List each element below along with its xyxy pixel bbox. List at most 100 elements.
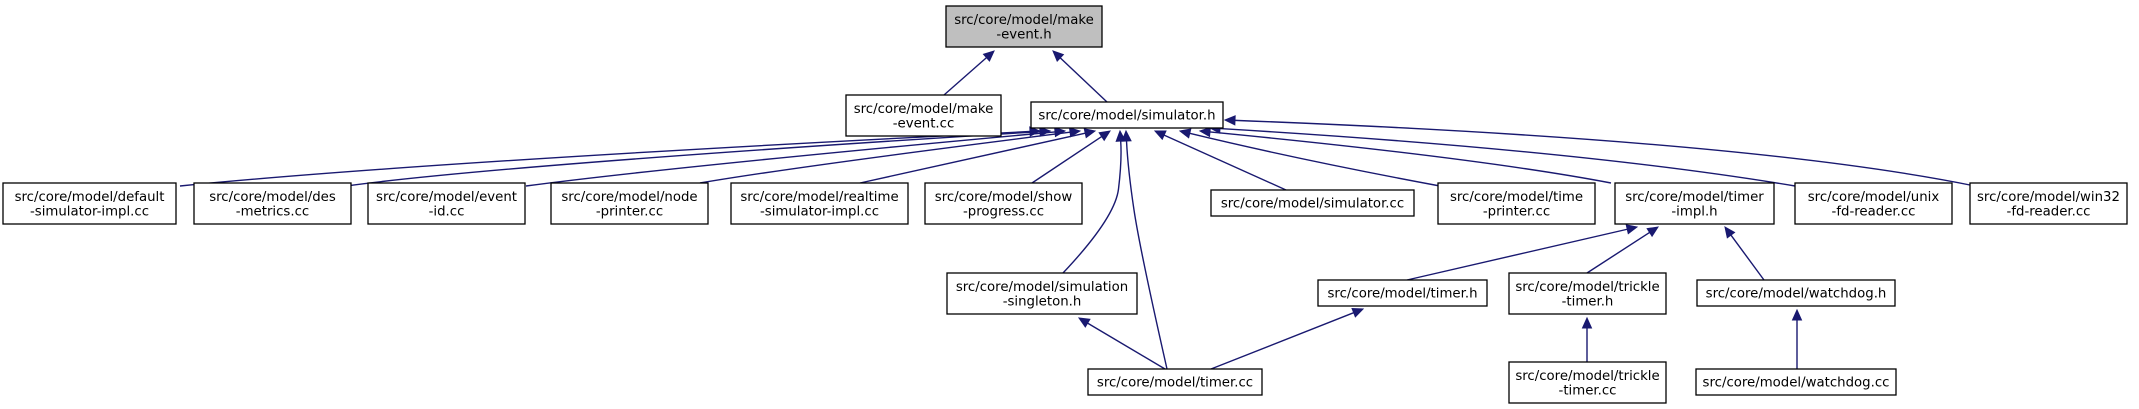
node-box [1087, 368, 1263, 396]
node-des-metrics-cc[interactable]: src/core/model/des-metrics.cc [193, 182, 352, 225]
arrowhead-icon [1068, 127, 1082, 138]
node-box [1508, 272, 1667, 315]
node-show-progress-cc[interactable]: src/core/model/show-progress.cc [924, 182, 1083, 225]
node-box [550, 182, 709, 225]
node-make-event-h[interactable]: src/core/model/make-event.h [945, 5, 1103, 48]
arrowhead-icon [1223, 115, 1236, 126]
arrowhead-icon [1052, 50, 1065, 63]
node-simulator-h[interactable]: src/core/model/simulator.h [1030, 101, 1224, 129]
node-label: -event.cc [893, 116, 955, 131]
node-timer-impl-h[interactable]: src/core/model/timer-impl.h [1614, 182, 1775, 225]
edge-timer-cc-to-simulator-h [1121, 129, 1168, 370]
node-label: src/core/model/unix [1808, 190, 1940, 205]
node-box [1437, 182, 1596, 225]
edge-simulator-cc-to-simulator-h [1153, 130, 1287, 191]
edge-des-metrics-cc-to-simulator-h [345, 126, 1052, 187]
arrowhead-icon [1724, 226, 1736, 239]
node-box [945, 5, 1103, 48]
node-unix-fd-reader-cc[interactable]: src/core/model/unix-fd-reader.cc [1794, 182, 1953, 225]
edge-win32-fd-reader-cc-to-simulator-h [1223, 115, 1976, 187]
edge-line [859, 132, 1086, 184]
node-watchdog-h[interactable]: src/core/model/watchdog.h [1696, 279, 1896, 307]
edge-simulator-h-to-make-event-h [1052, 50, 1108, 103]
node-default-simulator-impl-cc[interactable]: src/core/model/default-simulator-impl.cc [2, 182, 177, 225]
edge-line [1125, 140, 1168, 370]
edge-watchdog-h-to-timer-impl-h [1724, 226, 1765, 281]
edge-line [1219, 127, 1796, 187]
node-label: src/core/model/timer [1625, 190, 1764, 205]
edge-make-event-cc-to-make-event-h [943, 50, 995, 96]
edge-line [1234, 119, 1976, 187]
node-label: src/core/model/time [1450, 190, 1583, 205]
arrowhead-icon [1351, 307, 1365, 318]
edge-show-progress-cc-to-simulator-h [1031, 130, 1112, 184]
node-label: -fd-reader.cc [2007, 204, 2091, 219]
edge-line [1730, 234, 1765, 281]
arrowhead-icon [1054, 126, 1067, 138]
arrowhead-icon [1646, 226, 1660, 238]
edge-timer-cc-to-timer-h [1210, 307, 1365, 370]
arrowhead-icon [1121, 129, 1132, 142]
node-box [2, 182, 177, 225]
edge-line [1189, 132, 1441, 187]
edge-realtime-simulator-impl-cc-to-simulator-h [859, 128, 1097, 184]
edge-line [1062, 140, 1122, 274]
node-simulation-singleton-h[interactable]: src/core/model/simulation-singleton.h [946, 272, 1138, 315]
node-label: src/core/model/simulator.h [1038, 109, 1215, 124]
node-label: src/core/model/timer.h [1328, 287, 1478, 302]
node-label: src/core/model/make [954, 13, 1094, 28]
arrowhead-icon [1198, 126, 1211, 138]
edge-line [1209, 131, 1612, 184]
node-label: src/core/model/simulation [956, 280, 1128, 295]
edge-line [699, 131, 1071, 184]
node-label: src/core/model/make [854, 102, 994, 117]
node-box [1210, 189, 1415, 217]
arrowhead-icon [1178, 128, 1192, 139]
edge-line [943, 57, 987, 96]
node-box [845, 94, 1002, 137]
arrowhead-icon [1153, 130, 1167, 141]
edge-line [525, 131, 1056, 187]
edge-line [1059, 57, 1108, 103]
node-label: src/core/model/event [376, 190, 517, 205]
node-node-printer-cc[interactable]: src/core/model/node-printer.cc [550, 182, 709, 225]
edge-trickle-timer-h-to-timer-impl-h [1586, 226, 1660, 274]
node-trickle-timer-cc[interactable]: src/core/model/trickle-timer.cc [1508, 361, 1667, 404]
edge-timer-h-to-timer-impl-h [1406, 224, 1639, 281]
arrowhead-icon [1098, 130, 1112, 142]
node-label: src/core/model/watchdog.cc [1703, 376, 1890, 391]
edge-trickle-timer-cc-to-trickle-timer-h [1581, 316, 1593, 362]
node-realtime-simulator-impl-cc[interactable]: src/core/model/realtime-simulator-impl.c… [730, 182, 909, 225]
node-label: -id.cc [429, 204, 465, 219]
node-watchdog-cc[interactable]: src/core/model/watchdog.cc [1695, 368, 1897, 396]
node-box [1696, 279, 1896, 307]
node-event-id-cc[interactable]: src/core/model/event-id.cc [367, 182, 526, 225]
node-timer-cc[interactable]: src/core/model/timer.cc [1087, 368, 1263, 396]
node-label: src/core/model/trickle [1515, 280, 1659, 295]
edge-node-printer-cc-to-simulator-h [699, 127, 1082, 184]
node-win32-fd-reader-cc[interactable]: src/core/model/win32-fd-reader.cc [1969, 182, 2128, 225]
node-simulator-cc[interactable]: src/core/model/simulator.cc [1210, 189, 1415, 217]
node-label: -printer.cc [1483, 204, 1550, 219]
node-trickle-timer-h[interactable]: src/core/model/trickle-timer.h [1508, 272, 1667, 315]
arrowhead-icon [1625, 224, 1639, 235]
node-timer-h[interactable]: src/core/model/timer.h [1317, 279, 1488, 307]
node-box [1794, 182, 1953, 225]
arrowhead-icon [982, 50, 995, 62]
node-time-printer-cc[interactable]: src/core/model/time-printer.cc [1437, 182, 1596, 225]
node-label: src/core/model/trickle [1515, 369, 1659, 384]
node-box [1969, 182, 2128, 225]
edge-line [1210, 312, 1354, 370]
node-label: src/core/model/show [935, 190, 1073, 205]
node-label: src/core/model/node [561, 190, 697, 205]
node-label: src/core/model/win32 [1977, 190, 2120, 205]
arrowhead-icon [1791, 308, 1803, 321]
node-box [367, 182, 526, 225]
node-box [1614, 182, 1775, 225]
node-label: src/core/model/watchdog.h [1706, 287, 1887, 302]
arrowhead-icon [1077, 317, 1091, 328]
node-make-event-cc[interactable]: src/core/model/make-event.cc [845, 94, 1002, 137]
edge-watchdog-cc-to-watchdog-h [1791, 308, 1803, 369]
node-label: -simulator-impl.cc [30, 204, 149, 219]
